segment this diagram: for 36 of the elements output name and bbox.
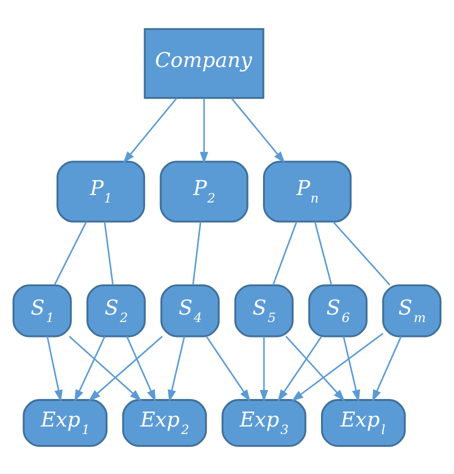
connector (54, 220, 87, 285)
node-box: S$_{m}$ (382, 284, 442, 337)
arrow (168, 336, 186, 402)
connector (104, 221, 114, 285)
arrow (46, 336, 63, 402)
arrow (230, 97, 286, 163)
node-box: Company (144, 28, 264, 98)
arrow (342, 336, 360, 402)
node-box: S$_{2}$ (86, 284, 146, 337)
node-box: S$_{1}$ (12, 284, 72, 337)
arrow (372, 336, 402, 402)
node-box: S$_{6}$ (308, 284, 368, 337)
node-box: Exp$_{1}$ (22, 398, 108, 446)
node-box: P$_{1}$ (56, 160, 146, 222)
node-box: Exp$_{3}$ (222, 398, 306, 446)
node-box: S$_{4}$ (160, 284, 220, 337)
arrow (285, 335, 345, 401)
arrow (88, 335, 163, 401)
connector (332, 220, 390, 285)
node-box: Exp$_{2}$ (122, 398, 207, 446)
arrow (68, 335, 142, 401)
node-box: Exp$_{l}$ (321, 398, 406, 446)
arrow (200, 98, 208, 164)
arrow (291, 332, 384, 401)
arrow (123, 97, 178, 163)
node-box: P$_{2}$ (160, 160, 248, 222)
arrow (126, 336, 156, 402)
node-box: P$_{n}$ (263, 160, 352, 222)
connector (314, 221, 332, 285)
node-box: S$_{5}$ (234, 284, 294, 337)
connector (272, 220, 298, 285)
arrow (278, 335, 322, 402)
arrow (260, 336, 268, 402)
connector (192, 221, 202, 285)
arrow (206, 335, 250, 402)
arrow (74, 336, 106, 402)
